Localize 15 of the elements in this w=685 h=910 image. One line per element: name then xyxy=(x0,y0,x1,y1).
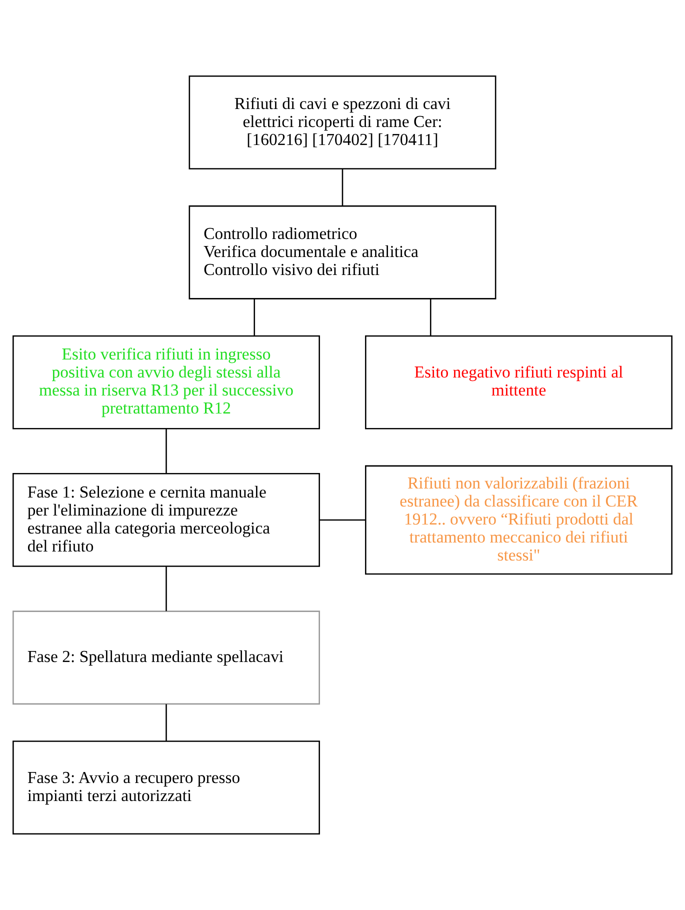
connector xyxy=(320,519,366,521)
node-box: Fase 2: Spellatura mediante spellacavi xyxy=(12,610,320,705)
connector xyxy=(166,428,167,474)
node-box: Rifiuti di cavi e spezzoni di cavi elettrici ricoperti di rame Cer: [160216] [170402] [170411] xyxy=(188,76,496,170)
connector xyxy=(342,169,344,206)
connector xyxy=(166,704,167,741)
node-box: Esito verifica rifiuti in ingresso positiva con avvio degli stessi alla messa in riserva R13 per il successivo pretrattamento R12 xyxy=(12,335,320,430)
node-box: Controllo radiometrico Verifica documentale e analitica Controllo visivo dei rifiuti xyxy=(188,205,496,300)
node-box: Fase 1: Selezione e cernita manuale per l'eliminazione di impurezze estranee alla categoria merceologica del rifiuto xyxy=(12,473,320,567)
node-box: Rifiuti non valorizzabili (frazioni estranee) da classificare con il CER 1912.. ovvero “Rifiuti prodotti dal trattamento meccanico dei rifiuti stessi" xyxy=(365,465,672,575)
connector xyxy=(430,298,432,336)
connector xyxy=(254,298,256,336)
node-box: Fase 3: Avvio a recupero presso impianti terzi autorizzati xyxy=(12,740,320,834)
connector xyxy=(166,566,167,612)
node-box: Esito negativo rifiuti respinti al mittente xyxy=(365,335,672,430)
